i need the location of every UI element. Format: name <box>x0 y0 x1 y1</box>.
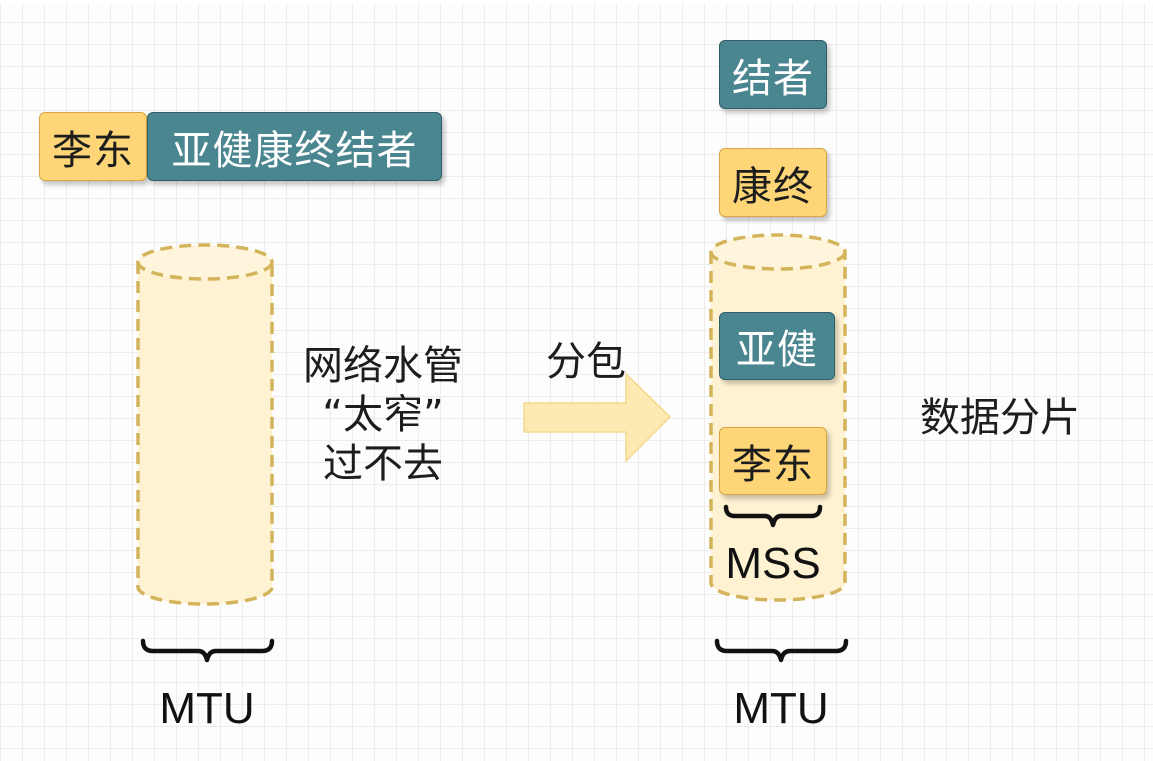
pipe-caption-line-2: “太窄” <box>322 391 444 438</box>
fragment-kangzhong: 康终 <box>719 148 827 217</box>
left-pipe <box>136 243 274 606</box>
fragment-lidong: 李东 <box>719 427 827 495</box>
left-mtu-label: MTU <box>159 684 255 733</box>
pipe-caption: 网络水管 “太窄” 过不去 <box>290 342 476 488</box>
right-mtu-brace <box>714 638 849 663</box>
pipe-caption-line-1: 网络水管 <box>303 343 463 389</box>
right-mtu-label: MTU <box>733 684 829 733</box>
split-arrow <box>523 372 672 463</box>
pipe-caption-line-3: 过不去 <box>323 440 443 487</box>
mss-label: MSS <box>725 539 821 588</box>
mss-brace <box>723 504 823 528</box>
data-block-long: 亚健康终结者 <box>147 112 442 181</box>
data-block-lidong: 李东 <box>39 112 147 181</box>
fragment-yajian: 亚健 <box>719 312 835 380</box>
fragmentation-caption: 数据分片 <box>920 395 1080 441</box>
arrow-label: 分包 <box>546 339 626 385</box>
top-edge <box>0 0 1153 3</box>
fragment-jiezhe: 结者 <box>719 40 827 109</box>
left-mtu-brace <box>140 638 275 663</box>
